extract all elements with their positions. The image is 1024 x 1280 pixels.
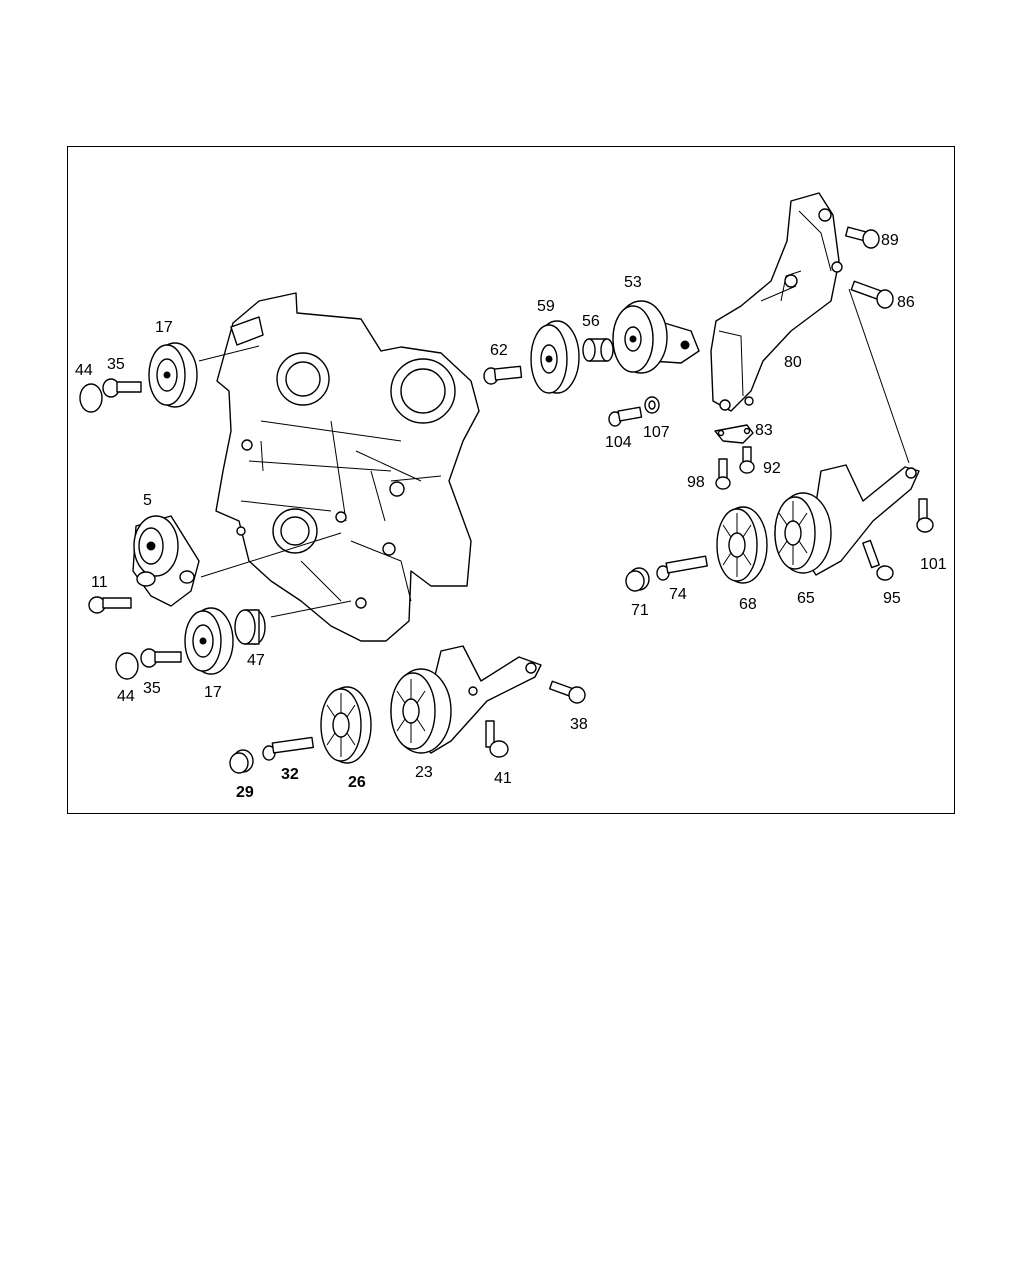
bolt-35-upper [102,378,142,398]
callout-labels: 17 35 44 5 11 44 35 17 47 62 59 56 53 10… [75,232,947,801]
callout-71: 71 [631,602,649,619]
callout-74: 74 [669,586,687,603]
callout-89: 89 [881,232,899,249]
bolt-35-lower [140,648,182,668]
callout-35-lower: 35 [143,680,161,697]
sleeve-56 [582,338,614,362]
callout-104: 104 [605,434,632,451]
pulley-26 [320,686,372,764]
idler-arm-65 [774,464,920,576]
cap-44-upper [79,383,103,413]
callout-41: 41 [494,770,512,787]
callout-65: 65 [797,590,815,607]
pulley-17-lower [184,607,234,675]
callout-86: 86 [897,294,915,311]
bolt-89 [845,226,880,249]
bolt-41 [485,720,509,758]
parts-diagram: 17 35 44 5 11 44 35 17 47 62 59 56 53 10… [75,192,947,801]
washer-107 [644,396,660,414]
callout-32: 32 [281,766,299,783]
pulley-68 [716,506,768,584]
callout-47: 47 [247,652,265,669]
callout-29: 29 [236,784,254,801]
callout-56: 56 [582,313,600,330]
pulley-59 [530,320,580,394]
cap-29 [229,749,254,774]
callout-23: 23 [415,764,433,781]
bolt-38 [548,680,586,704]
tensioner-5 [132,515,200,607]
callout-26: 26 [348,774,366,791]
pulley-17-upper [148,342,198,408]
plate-83 [714,424,754,444]
bolt-95 [862,539,894,581]
callout-11: 11 [91,574,108,591]
callout-59: 59 [537,298,555,315]
callout-68: 68 [739,596,757,613]
callout-107: 107 [643,424,670,441]
callout-83: 83 [755,422,773,439]
bolt-101 [916,498,934,533]
spacer-47 [234,609,266,645]
idler-arm-23 [390,645,542,754]
bracket-80 [710,192,843,412]
callout-44-upper: 44 [75,362,93,379]
callout-38: 38 [570,716,588,733]
callout-95: 95 [883,590,901,607]
bolt-32 [262,736,315,761]
bolt-86 [850,280,894,309]
callout-35-upper: 35 [107,356,125,373]
callout-5: 5 [143,492,152,509]
bolt-11 [88,596,132,614]
bolt-98 [715,458,731,490]
bolt-92 [739,446,755,474]
callout-101: 101 [920,556,947,573]
callout-62: 62 [490,342,508,359]
bolt-62 [483,365,523,385]
callout-98: 98 [687,474,705,491]
bolt-104 [608,406,643,427]
callout-17-upper: 17 [155,319,173,336]
callout-44-lower: 44 [117,688,135,705]
callout-80: 80 [784,354,802,371]
pulley-53 [612,300,700,374]
callout-17-lower: 17 [204,684,222,701]
cap-71 [625,567,650,592]
cap-44-lower [115,652,139,680]
callout-53: 53 [624,274,642,291]
diagram-frame: 17 35 44 5 11 44 35 17 47 62 59 56 53 10… [67,146,955,814]
callout-92: 92 [763,460,781,477]
bolt-74 [656,555,708,581]
leader-lines [198,288,910,618]
timing-case-cover [215,292,480,642]
